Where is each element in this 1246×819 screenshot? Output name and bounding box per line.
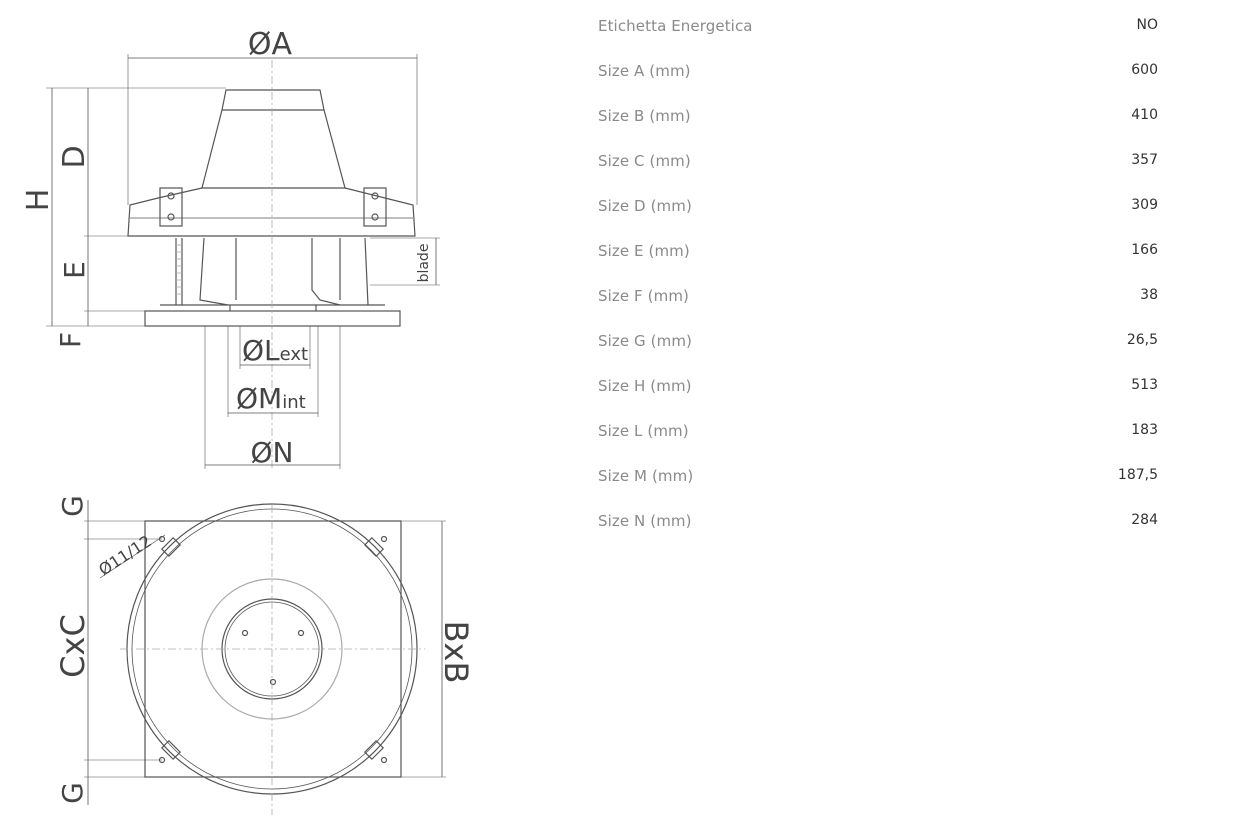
label-d: D [57, 145, 92, 168]
spec-value: 187,5 [1117, 467, 1158, 483]
spec-row-size-e: Size E (mm) 166 [598, 231, 1158, 276]
label-cxc: CxC [54, 614, 92, 678]
spec-value: 600 [1131, 62, 1158, 78]
spec-row-size-h: Size H (mm) 513 [598, 366, 1158, 411]
spec-label: Size C (mm) [598, 152, 691, 170]
spec-value: 38 [1140, 287, 1158, 303]
spec-label: Size E (mm) [598, 242, 690, 260]
spec-row-size-c: Size C (mm) 357 [598, 141, 1158, 186]
label-e: E [58, 261, 91, 279]
label-hole: Ø11/12 [95, 531, 155, 579]
spec-label: Size G (mm) [598, 332, 692, 350]
spec-label: Size D (mm) [598, 197, 692, 215]
spec-value: 166 [1131, 242, 1158, 258]
fan-brim [127, 187, 416, 237]
spec-label: Size N (mm) [598, 512, 692, 530]
label-g-top: G [56, 495, 89, 517]
spec-label: Size L (mm) [598, 422, 689, 440]
spec-label: Size A (mm) [598, 62, 691, 80]
spec-row-size-n: Size N (mm) 284 [598, 501, 1158, 546]
spec-value: 410 [1131, 107, 1158, 123]
spec-value: 357 [1131, 152, 1158, 168]
spec-row-size-a: Size A (mm) 600 [598, 51, 1158, 96]
technical-drawing: ØA H D E F blade ØLext ØMint ØN G G Ø11/… [0, 0, 540, 819]
label-f: F [54, 332, 87, 348]
spec-row-size-f: Size F (mm) 38 [598, 276, 1158, 321]
spec-value: 183 [1131, 422, 1158, 438]
top-base-square [144, 520, 402, 778]
spec-row-size-d: Size D (mm) 309 [598, 186, 1158, 231]
fan-cap [221, 89, 325, 111]
base-plate [144, 310, 401, 327]
label-l: ØLext [242, 334, 308, 367]
spec-label: Size F (mm) [598, 287, 689, 305]
label-m: ØMint [236, 382, 306, 415]
label-blade: blade [416, 244, 432, 283]
spec-value: 26,5 [1126, 332, 1158, 348]
spec-label: Size B (mm) [598, 107, 691, 125]
bracket-left [159, 187, 183, 227]
fan-cone [201, 109, 346, 189]
bracket-right [363, 187, 387, 227]
spec-value: NO [1136, 17, 1159, 33]
spec-label: Etichetta Energetica [598, 17, 753, 35]
label-bxb: BxB [437, 621, 475, 684]
spec-table: Etichetta Energetica NO Size A (mm) 600 … [598, 6, 1158, 546]
label-g-bottom: G [56, 782, 89, 804]
spec-label: Size H (mm) [598, 377, 692, 395]
spec-row-size-m: Size M (mm) 187,5 [598, 456, 1158, 501]
label-n: ØN [251, 436, 294, 469]
label-h: H [21, 189, 56, 212]
spec-row-size-l: Size L (mm) 183 [598, 411, 1158, 456]
spec-row-size-g: Size G (mm) 26,5 [598, 321, 1158, 366]
spec-value: 513 [1131, 377, 1158, 393]
label-a: ØA [248, 27, 293, 62]
spec-row-size-b: Size B (mm) 410 [598, 96, 1158, 141]
spec-value: 284 [1131, 512, 1158, 528]
spec-row-energy-label: Etichetta Energetica NO [598, 6, 1158, 51]
spec-label: Size M (mm) [598, 467, 694, 485]
spec-value: 309 [1131, 197, 1158, 213]
